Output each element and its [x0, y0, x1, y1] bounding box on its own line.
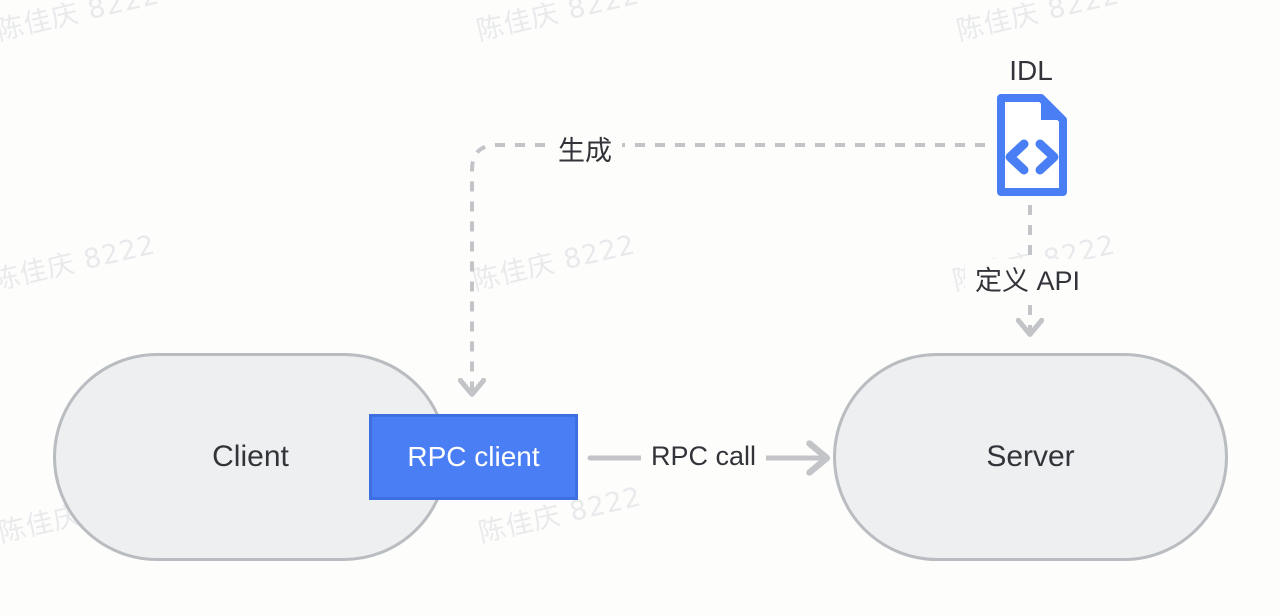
node-idl[interactable]: IDL — [963, 55, 1099, 200]
node-rpc-client-label: RPC client — [407, 441, 540, 472]
node-rpc-client[interactable]: RPC client — [369, 414, 578, 500]
code-file-icon — [997, 94, 1067, 196]
edge-label-rpc-call: RPC call — [641, 441, 767, 472]
node-server-label: Server — [986, 440, 1075, 473]
node-server[interactable]: Server — [833, 353, 1228, 561]
edge-label-generate: 生成 — [548, 129, 622, 168]
edge-label-define-api: 定义 API — [965, 259, 1091, 298]
node-client-label: Client — [212, 440, 289, 473]
node-idl-label: IDL — [1009, 55, 1053, 86]
